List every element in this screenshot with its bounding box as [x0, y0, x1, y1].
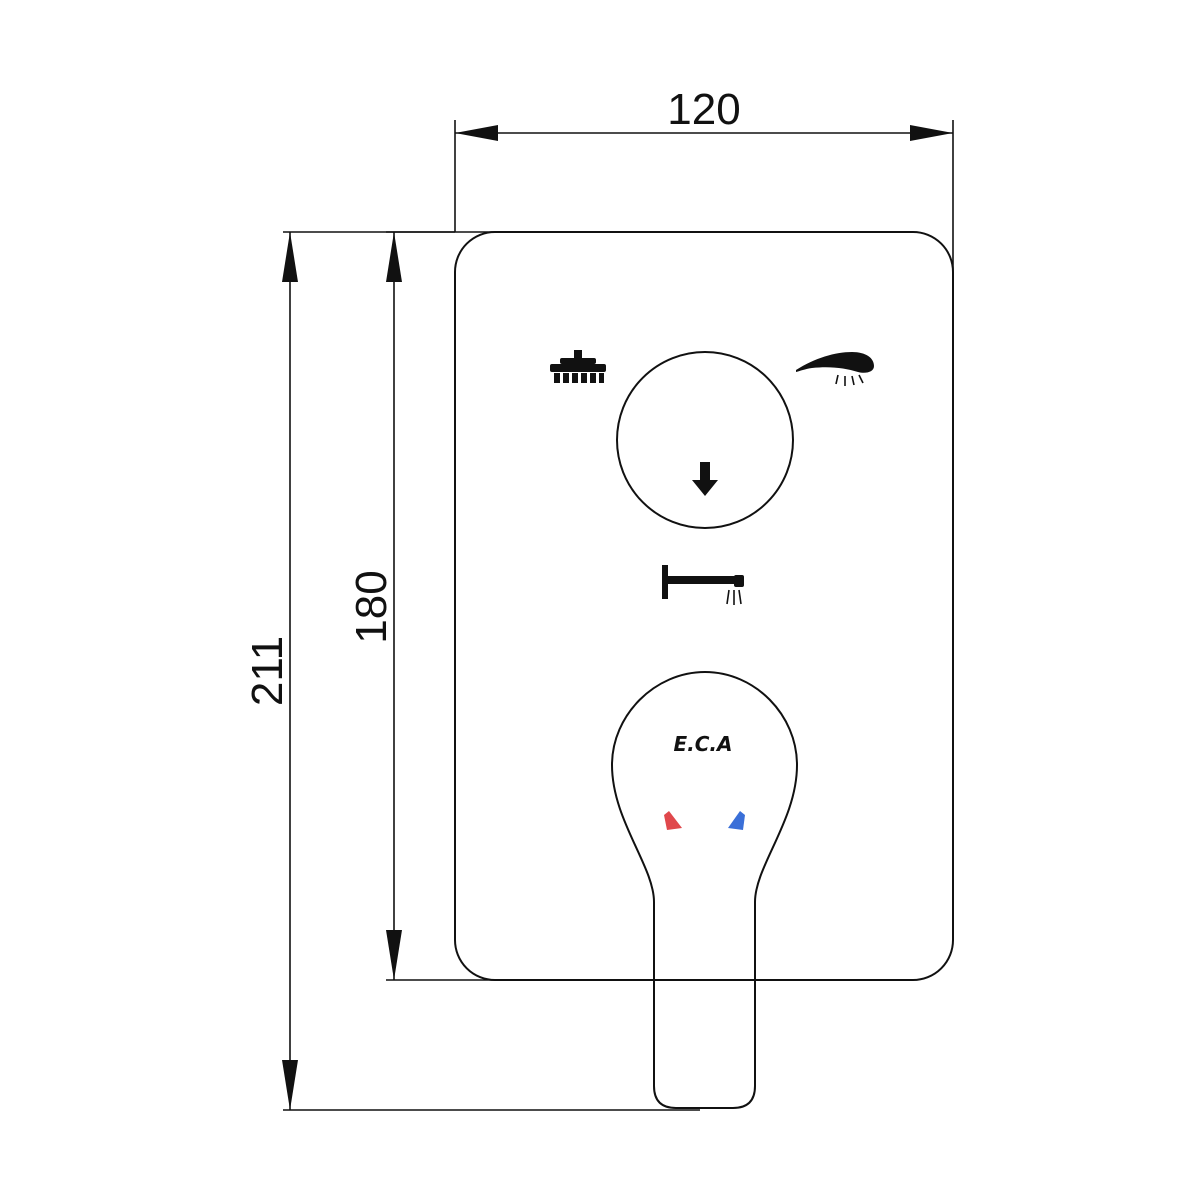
mixer-lever	[610, 670, 799, 1109]
plate-height-arrow-top	[386, 232, 402, 282]
overall-height-arrow-top	[282, 232, 298, 282]
plate-height-dimension: 180	[347, 231, 498, 981]
diverter-knob	[616, 351, 794, 529]
overhead-shower-icon	[550, 350, 606, 383]
width-arrow-right	[910, 125, 953, 141]
down-arrow-icon	[692, 462, 718, 496]
hand-shower-icon	[796, 352, 874, 386]
width-dimension: 120	[454, 85, 954, 272]
cold-indicator	[728, 811, 745, 830]
overall-height-arrow-bottom	[282, 1060, 298, 1110]
plate-height-label: 180	[347, 570, 396, 643]
brand-logo: E.C.A	[673, 732, 732, 756]
cover-plate	[454, 231, 954, 981]
overall-height-label: 211	[243, 636, 292, 706]
overall-height-dimension: 211	[243, 231, 700, 1111]
width-arrow-left	[455, 125, 498, 141]
width-label: 120	[667, 85, 740, 134]
bath-spout-icon	[662, 565, 744, 605]
hot-indicator	[664, 811, 682, 830]
plate-height-arrow-bottom	[386, 930, 402, 980]
